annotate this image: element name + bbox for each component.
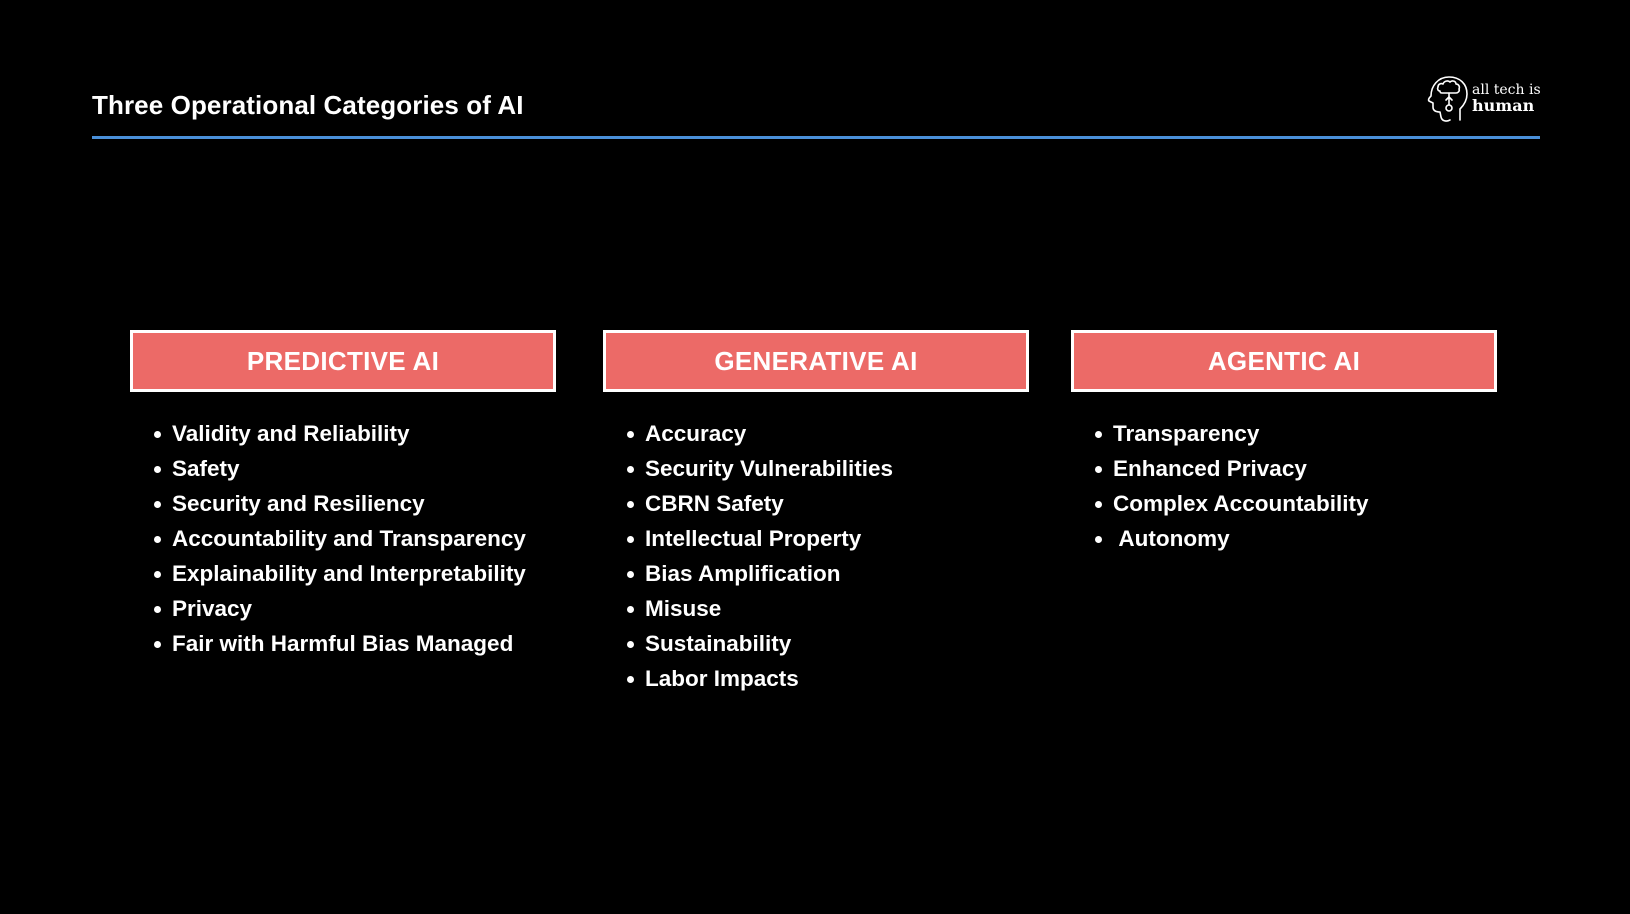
list-item: Complex Accountability [1095,486,1497,521]
category-title: PREDICTIVE AI [246,345,440,376]
list-item: Accountability and Transparency [154,521,556,556]
head-with-cloud-icon [1427,76,1468,122]
predictive-risk-list: Validity and Reliability Safety Security… [130,416,556,661]
list-item: Intellectual Property [627,521,1029,556]
list-item: Sustainability [627,626,1029,661]
logo-text-line1: all tech is [1472,82,1541,98]
list-item: Labor Impacts [627,661,1029,696]
list-item: Validity and Reliability [154,416,556,451]
list-item: Enhanced Privacy [1095,451,1497,486]
header-divider [92,136,1540,139]
list-item: Safety [154,451,556,486]
list-item: Security Vulnerabilities [627,451,1029,486]
list-item: Explainability and Interpretability [154,556,556,591]
list-item: CBRN Safety [627,486,1029,521]
slide-header: Three Operational Categories of AI [92,86,1540,140]
category-column-agentic: AGENTIC AI Transparency Enhanced Privacy… [1071,330,1497,556]
logo-wordmark: all tech is human [1472,82,1541,114]
category-header-agentic: AGENTIC AI [1071,330,1497,392]
category-header-predictive: PREDICTIVE AI [130,330,556,392]
category-title: AGENTIC AI [1207,345,1361,376]
list-item: Transparency [1095,416,1497,451]
category-header-generative: GENERATIVE AI [603,330,1029,392]
list-item: Security and Resiliency [154,486,556,521]
list-item: Bias Amplification [627,556,1029,591]
list-item: Fair with Harmful Bias Managed [154,626,556,661]
list-item: Misuse [627,591,1029,626]
category-column-generative: GENERATIVE AI Accuracy Security Vulnerab… [603,330,1029,696]
agentic-risk-list: Transparency Enhanced Privacy Complex Ac… [1071,416,1497,556]
generative-risk-list: Accuracy Security Vulnerabilities CBRN S… [603,416,1029,696]
list-item: Accuracy [627,416,1029,451]
logo: all tech is human [1422,72,1542,124]
category-title: GENERATIVE AI [714,345,918,376]
list-item: Autonomy [1095,521,1497,556]
category-column-predictive: PREDICTIVE AI Validity and Reliability S… [130,330,556,661]
list-item: Privacy [154,591,556,626]
logo-text-line2: human [1472,96,1535,115]
page-title: Three Operational Categories of AI [92,90,524,120]
